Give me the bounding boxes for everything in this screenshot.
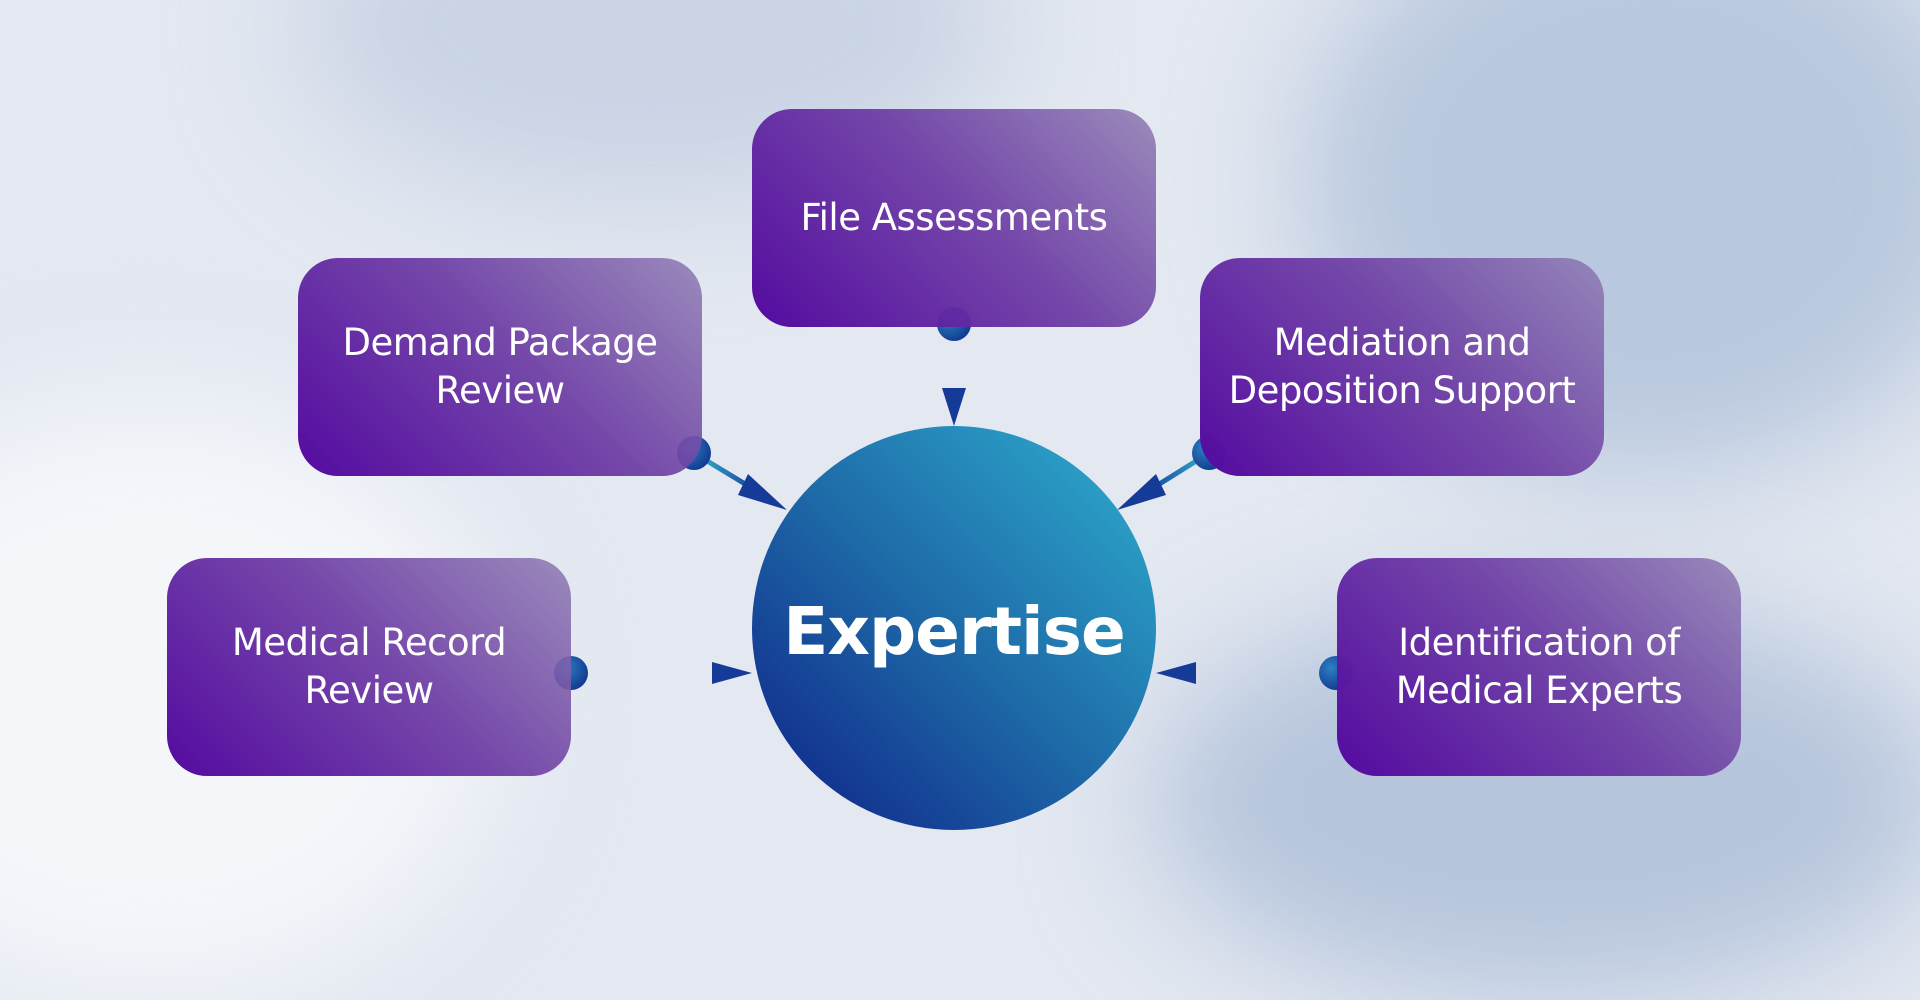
center-label: Expertise bbox=[783, 592, 1125, 670]
node-identification-medical-experts: Identification of Medical Experts bbox=[1337, 558, 1741, 776]
connector-medical-record-review bbox=[554, 656, 752, 690]
arrowhead bbox=[738, 474, 787, 510]
arrowhead bbox=[712, 662, 752, 684]
node-demand-package-review: Demand Package Review bbox=[298, 258, 702, 476]
arrowhead bbox=[1117, 474, 1166, 510]
node-file-assessments: File Assessments bbox=[752, 109, 1156, 327]
node-label: Mediation and Deposition Support bbox=[1228, 321, 1576, 412]
node-medical-record-review: Medical Record Review bbox=[167, 558, 571, 776]
arrowhead bbox=[942, 388, 966, 426]
arrowhead bbox=[1156, 662, 1196, 684]
center-hub: Expertise bbox=[752, 426, 1156, 830]
node-mediation-deposition-support: Mediation and Deposition Support bbox=[1200, 258, 1604, 476]
node-label: Medical Record Review bbox=[231, 621, 507, 712]
node-label: Demand Package Review bbox=[342, 321, 658, 412]
node-label: Identification of Medical Experts bbox=[1395, 621, 1683, 712]
node-label: File Assessments bbox=[800, 196, 1108, 239]
connector-identification-medical-experts bbox=[1156, 656, 1353, 690]
